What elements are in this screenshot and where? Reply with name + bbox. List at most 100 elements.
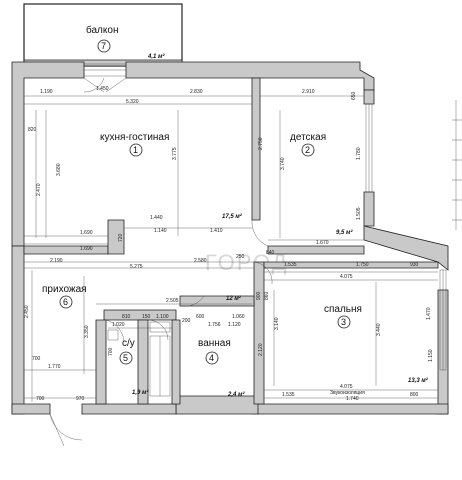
dim-bed-door: 860 [264, 291, 270, 300]
dim-hall-h2: 3.350 [84, 325, 90, 338]
dim-kitchen-height-b: 2.470 [36, 183, 42, 196]
dim-wc-top-1: 810 [122, 314, 131, 320]
dim-kitchen-door-2: 1.440 [150, 215, 163, 221]
room-area-hall: 12 м² [226, 295, 242, 302]
dim-bed-bottom-3: 800 [410, 392, 419, 398]
room-area-kids: 9,5 м² [336, 229, 353, 236]
dim-bed-left-h2: 2.120 [258, 343, 264, 356]
room-bath: ванная 4 2,4 м² [198, 338, 245, 398]
dim-kids-right-h: 1.780 [356, 147, 362, 160]
windows [83, 63, 447, 371]
room-name-kitchen: кухня-гостиная [100, 132, 169, 143]
room-area-kitchen: 17,5 м² [222, 213, 243, 220]
dim-kitchen-door-1: 720 [118, 233, 124, 242]
fixtures [107, 321, 171, 397]
room-name-bath: ванная [198, 338, 231, 349]
sound-insulation-label: Звукоизоляция [330, 390, 365, 396]
dim-bed-bottom-1: 1.535 [282, 392, 295, 398]
room-area-balcony: 4,1 м² [147, 53, 165, 60]
room-name-kids: детская [290, 132, 326, 143]
dim-kids-right-h2: 1.505 [356, 207, 362, 220]
dim-corridor-1: 1.410 [210, 228, 223, 234]
dim-hall-bottom-1: 700 [36, 396, 45, 402]
room-name-wc: с/у [122, 338, 135, 349]
room-area-bath: 2,4 м² [227, 391, 245, 398]
dim-kids-left-h: 2.750 [258, 137, 264, 150]
dim-wc-top-2: 150 [142, 314, 151, 320]
room-number-hall: 6 [63, 297, 68, 307]
dim-kitchen-side-small: 820 [28, 127, 37, 133]
dim-hall-700: 700 [32, 356, 41, 362]
dim-bed-width: 4.075 [340, 274, 353, 280]
dim-bed-top-1: 1.535 [284, 262, 297, 268]
dimension-labels: 1.190 1.450 2.830 5.320 2.910 650 820 3.… [24, 86, 434, 402]
room-kids: детская 2 9,5 м² [290, 132, 353, 236]
dim-hall-mid: 2.580 [194, 258, 207, 264]
dim-bath-w4: 1.120 [228, 322, 241, 328]
dim-bed-right-h3: 1.150 [428, 349, 434, 362]
room-area-bedroom: 13,3 м² [408, 377, 429, 384]
dim-bed-right-small: 930 [410, 262, 419, 268]
room-number-bath: 4 [209, 353, 214, 363]
dim-hall-bottom-2: 970 [76, 396, 85, 402]
room-name-bedroom: спальня [324, 304, 362, 315]
room-name-balcony: балкон [86, 24, 118, 36]
room-number-circle-kitchen [129, 143, 143, 157]
dim-kitchen-door-3: 1.140 [154, 228, 167, 234]
dim-hall-small-1: 250 [236, 254, 245, 260]
room-kitchen: кухня-гостиная 1 17,5 м² [100, 132, 243, 220]
dim-bed-left-h: 3.140 [274, 317, 280, 330]
dim-bath-w2: 600 [196, 314, 205, 320]
dim-bath-small: 200 [182, 318, 191, 324]
dim-bed-height: 3.440 [376, 323, 382, 336]
dim-hall-top-1: 2.190 [50, 258, 63, 264]
dim-kids-right-small: 650 [351, 91, 357, 100]
dim-kids-bottom: 1.670 [316, 240, 329, 246]
dim-bed-right-h: 1.470 [426, 307, 432, 320]
dim-hall-left-h: 2.450 [24, 305, 30, 318]
room-number-balcony: 7 [101, 41, 106, 51]
room-wc: с/у 5 1,9 м² [119, 338, 149, 396]
room-number-circle-hall [59, 295, 73, 309]
room-number-circle-balcony [97, 39, 111, 53]
room-bedroom: спальня 3 13,3 м² [324, 304, 429, 384]
dim-kitchen-center-h: 3.775 [172, 147, 178, 160]
dim-kids-door: 840 [266, 250, 275, 256]
room-number-circle-wc [119, 351, 133, 365]
dim-top-mid: 2.830 [190, 89, 203, 95]
room-hall: прихожая 6 12 м² [42, 284, 242, 309]
room-number-wc: 5 [123, 353, 128, 363]
dim-kitchen-bottom-2: 1.690 [80, 246, 93, 252]
room-number-circle-bedroom [337, 315, 351, 329]
dim-bed-bottom-2: 1.740 [346, 396, 359, 402]
dim-wc-w: 1.020 [112, 322, 125, 328]
dim-kids-height: 3.740 [280, 157, 286, 170]
room-number-kitchen: 1 [133, 145, 138, 155]
dim-hall-w: 2.505 [166, 298, 179, 304]
dim-kitchen-bottom-1: 1.690 [80, 230, 93, 236]
dim-bed-top-2: 1.750 [356, 262, 369, 268]
dim-bath-w: 1.756 [208, 322, 221, 328]
room-balcony: балкон 7 4,1 м² [86, 24, 165, 60]
room-number-kids: 2 [305, 145, 310, 155]
dim-bed-bottom-width: 4.075 [340, 384, 353, 390]
dim-kitchen-height-a: 3.680 [56, 163, 62, 176]
room-number-bedroom: 3 [341, 317, 346, 327]
walls [11, 61, 449, 415]
room-number-circle-bath [205, 351, 219, 365]
dimension-lines [24, 95, 438, 402]
dim-wc-small: 700 [108, 347, 114, 356]
dim-kitchen-width: 5.320 [126, 99, 139, 105]
dim-hall-w2: 1.770 [48, 364, 61, 370]
dim-bath-w3: 1.060 [232, 314, 245, 320]
dim-top-left-2: 1.450 [96, 86, 109, 92]
room-number-circle-kids [301, 143, 315, 157]
room-area-wc: 1,9 м² [132, 389, 149, 396]
dim-hall-top-2: 5.275 [130, 264, 143, 270]
dim-kids-width-top: 2.910 [302, 89, 315, 95]
room-name-hall: прихожая [42, 284, 87, 295]
dim-wc-top-3: 1.100 [156, 314, 169, 320]
scale-ticks [452, 100, 462, 230]
dim-top-left-1: 1.190 [40, 89, 53, 95]
